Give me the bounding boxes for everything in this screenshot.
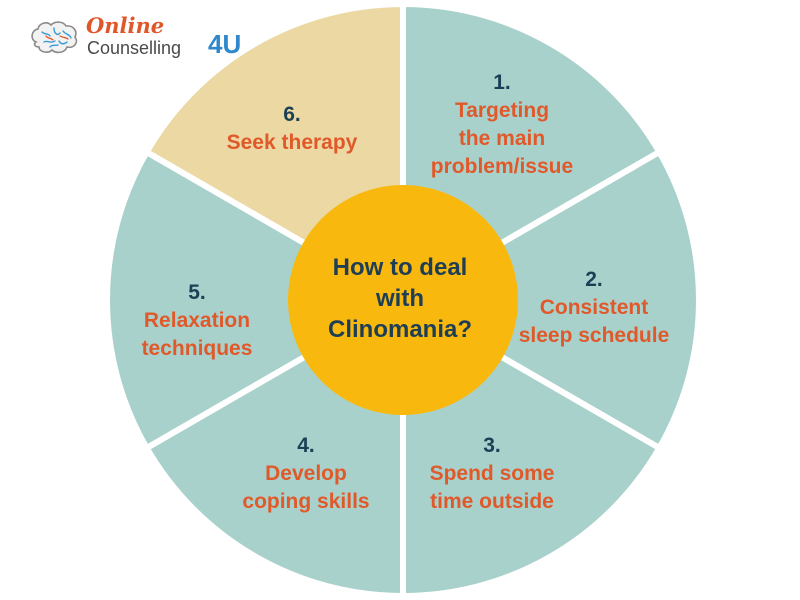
segment-label-6: 6. Seek therapy [192, 101, 392, 157]
segment-number-4: 4. [297, 434, 315, 457]
segment-text-6: Seek therapy [226, 131, 358, 154]
segment-label-1: 1. Targeting the main problem/issue [402, 69, 602, 181]
center-title: How to deal with Clinomania? [327, 254, 472, 343]
segment-label-3: 3. Spend some time outside [392, 432, 592, 516]
segment-label-5: 5. Relaxation techniques [97, 279, 297, 363]
segment-text-1: Targeting the main problem/issue [430, 99, 574, 178]
center-circle [288, 185, 518, 415]
segment-number-1: 1. [493, 71, 511, 94]
segment-number-2: 2. [585, 268, 603, 291]
logo-word-online: Online [86, 13, 165, 38]
segment-number-3: 3. [483, 434, 501, 457]
logo-word-counselling: Counselling [87, 38, 182, 58]
segment-text-3: Spend some time outside [429, 462, 555, 513]
segment-text-2: Consistent sleep schedule [518, 296, 670, 347]
segment-label-2: 2. Consistent sleep schedule [494, 266, 694, 350]
logo: Online Counselling 4U [30, 13, 242, 66]
brain-icon [31, 21, 78, 54]
segment-number-6: 6. [283, 103, 301, 126]
segment-2 [400, 149, 702, 451]
segment-text-5: Relaxation techniques [141, 309, 253, 360]
segment-number-5: 5. [188, 281, 206, 304]
segment-text-4: Develop coping skills [242, 462, 370, 513]
segment-5 [104, 149, 406, 451]
segment-label-4: 4. Develop coping skills [206, 432, 406, 516]
logo-word-4u: 4U [208, 29, 242, 59]
